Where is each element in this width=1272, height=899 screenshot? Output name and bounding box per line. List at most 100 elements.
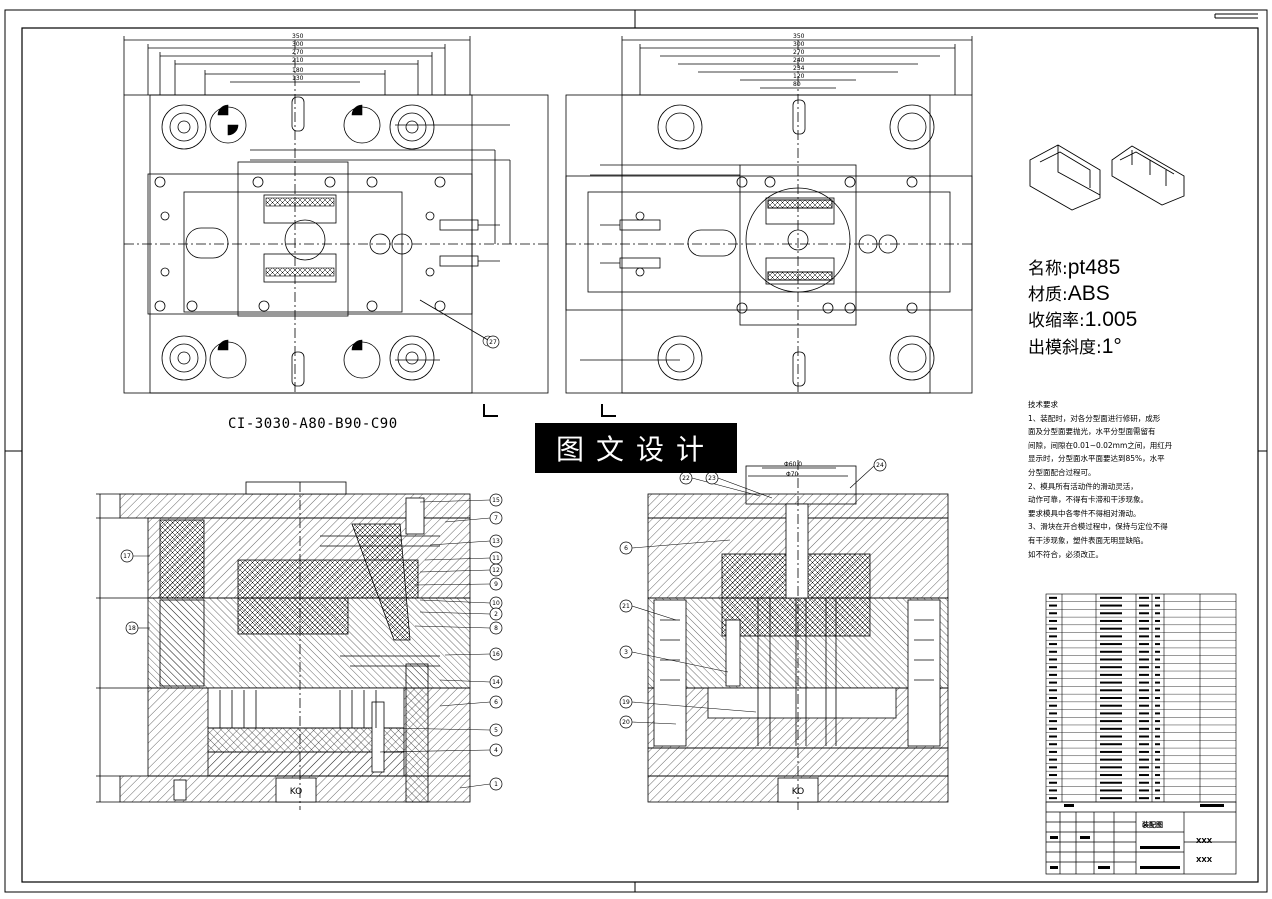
bom-cell-text [1100,774,1122,777]
svg-text:21: 21 [622,603,630,610]
bom-cell-text [1139,666,1149,669]
svg-text:10: 10 [492,600,500,607]
bottom-left-leaders [133,499,491,789]
notes-line: 面及分型面要抛光，水平分型面需留有 [1028,427,1156,437]
title-block-title: 装配图 [1142,821,1163,829]
bom-cell-text [1100,596,1122,599]
bottom-right-leaders [631,465,875,725]
svg-text:9: 9 [494,581,498,588]
bom-cell-text [1100,766,1122,769]
bom-cell-text [1049,758,1057,761]
bom-table [1045,593,1237,803]
spec-draft-label: 出模斜度: [1028,338,1102,358]
technical-notes: 技术要求 1、装配时，对各分型面进行修研，成形 面及分型面要抛光，水平分型面需留… [1028,398,1178,561]
bom-cell-text [1155,758,1160,761]
bom-cell-text [1100,735,1122,738]
bom-cell-text [1155,689,1160,692]
svg-text:300: 300 [292,41,304,48]
bom-cell-text [1049,658,1057,661]
bom-cell-text [1100,781,1122,784]
watermark-banner: 图文设计 [535,423,737,473]
bom-cell-text [1139,712,1149,715]
svg-text:22: 22 [682,475,690,482]
spec-material-label: 材质: [1028,285,1068,305]
svg-text:210: 210 [292,57,304,64]
bom-cell-text [1049,596,1057,599]
bom-cell-text [1049,643,1057,646]
title-block [1045,801,1237,875]
top-right-hatches [767,199,833,281]
bom-cell-text [1139,681,1149,684]
bom-cell-text [1155,650,1160,653]
bom-cell-text [1100,727,1122,730]
bom-cell-text [1155,774,1160,777]
bom-cell-text [1049,689,1057,692]
top-right-plan-view [565,36,973,395]
bom-cell-text [1049,750,1057,753]
svg-text:234: 234 [793,65,805,72]
title-block-xxx-2: XXX [1196,856,1213,864]
bom-cell-text [1155,635,1160,638]
svg-text:19: 19 [622,699,630,706]
svg-text:8: 8 [494,625,498,632]
bom-cell-text [1155,789,1160,792]
bom-cell-text [1155,750,1160,753]
svg-text:3: 3 [624,649,628,656]
notes-title: 技术要求 [1028,400,1058,409]
bom-cell-text [1155,666,1160,669]
bom-cell-text [1049,743,1057,746]
bom-cell-text [1100,789,1122,792]
bom-cell-text [1100,697,1122,699]
bom-cell-text [1100,658,1122,661]
bom-cell-text [1100,619,1122,622]
bom-cell-text [1155,619,1160,622]
bom-cell-text [1139,650,1149,653]
svg-text:15: 15 [492,497,500,504]
section-markers [483,404,616,417]
bom-cell-text [1100,627,1122,630]
bom-cell-text [1139,635,1149,638]
bom-cell-text [1139,720,1149,723]
svg-text:KO: KO [290,787,303,797]
bom-cell-text [1139,704,1149,707]
bom-cell-text [1049,781,1057,784]
svg-text:12: 12 [492,567,500,574]
bom-cell-text [1049,704,1057,707]
svg-text:24: 24 [876,462,884,469]
bom-cell-text [1100,704,1122,707]
bom-cell-text [1049,673,1057,676]
bom-cell-text [1139,774,1149,777]
title-block-fills [1050,804,1224,869]
bom-cell-text [1100,666,1122,669]
bom-cell-text [1049,766,1057,769]
bom-cell-text [1139,619,1149,622]
svg-text:2: 2 [494,611,498,618]
bom-cell-text [1155,766,1160,769]
svg-text:16: 16 [492,651,500,658]
bom-cell-text [1100,712,1122,715]
svg-text:13: 13 [492,538,500,545]
svg-text:18: 18 [128,625,136,632]
bom-cell-text [1155,712,1160,715]
svg-text:14: 14 [492,679,500,686]
notes-line: 有干涉现象，塑件表面无明显缺陷。 [1028,535,1148,545]
bom-cell-text [1155,612,1160,615]
svg-text:6: 6 [624,545,628,552]
svg-text:Φ60.0: Φ60.0 [784,461,802,468]
bom-cell-text [1100,681,1122,684]
bom-cell-text [1139,789,1149,792]
bom-cell-text [1100,635,1122,638]
svg-text:120: 120 [793,73,805,80]
bom-cell-text [1139,766,1149,769]
bom-cell-text [1155,673,1160,676]
notes-line: 2、模具所有活动件的滑动灵活， [1028,481,1138,491]
spec-shrink-value: 1.005 [1084,308,1138,331]
top-left-hatches [217,104,494,351]
callout-bubbles [120,335,887,791]
spec-draft-value: 1° [1101,335,1122,358]
bom-cell-text [1049,735,1057,738]
bom-cell-text [1049,635,1057,638]
bom-cell-text [1100,643,1122,646]
